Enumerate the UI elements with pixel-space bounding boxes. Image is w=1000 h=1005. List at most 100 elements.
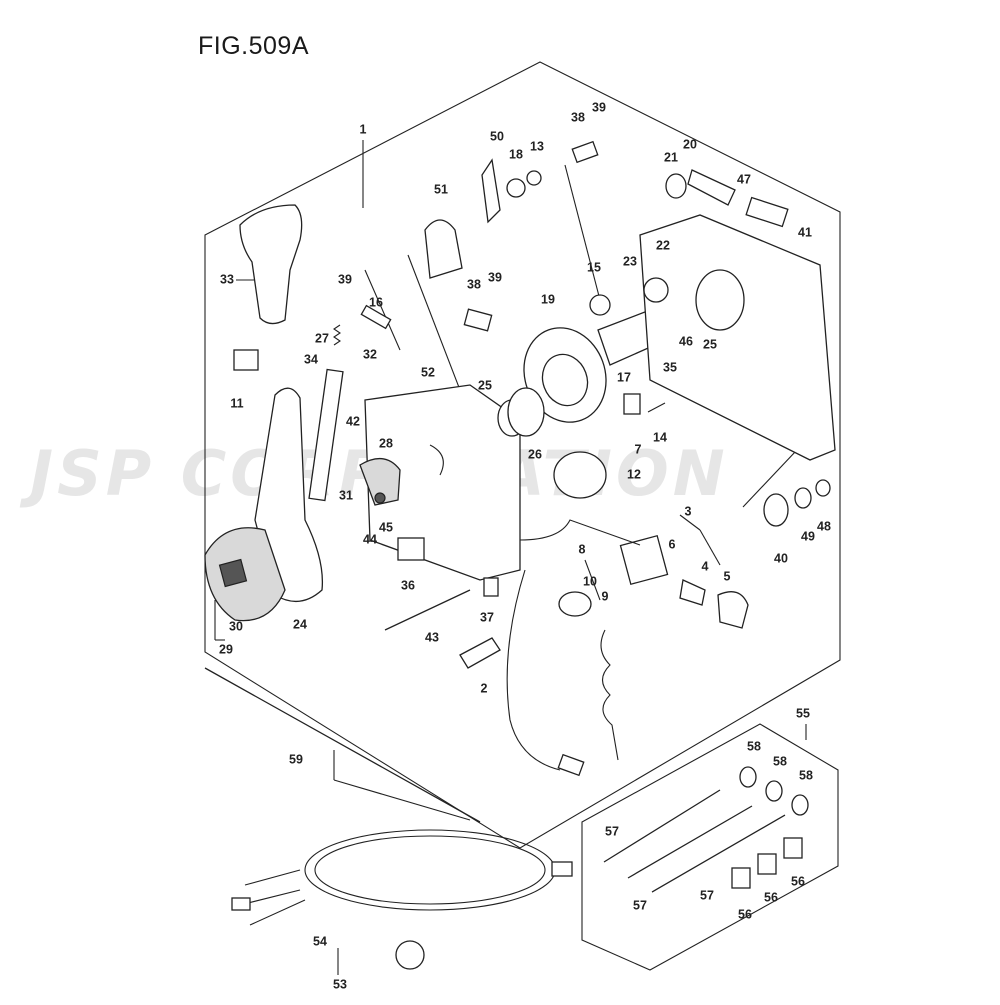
part-label-p16: 16 [369, 295, 383, 309]
sector-gear [359, 458, 401, 506]
wire-lead-lower [506, 569, 561, 771]
part-label-p11: 11 [230, 396, 243, 410]
harness-connector-left [231, 897, 251, 911]
part-label-p17: 17 [617, 370, 631, 384]
washer-21 [665, 173, 687, 199]
part-label-p24: 24 [293, 617, 307, 631]
part-label-p53: 53 [333, 977, 347, 991]
part-label-p57a: 57 [605, 824, 619, 838]
washer-58-a [739, 766, 757, 788]
part-label-p12: 12 [627, 467, 641, 481]
part-label-p23: 23 [623, 254, 637, 268]
part-label-p38a: 38 [571, 110, 585, 124]
key-cap [717, 591, 749, 629]
bolt-43 [384, 589, 471, 631]
part-label-p25a: 25 [478, 378, 492, 392]
harness-connector-right [551, 861, 573, 877]
part-label-p5: 5 [724, 569, 731, 583]
long-bolt-2 [627, 805, 753, 879]
part-label-p33: 33 [220, 272, 234, 286]
part-label-p59: 59 [289, 752, 303, 766]
cover-cap [745, 196, 789, 228]
part-label-p56a: 56 [738, 907, 752, 921]
part-label-p27: 27 [315, 331, 329, 345]
figure-title: FIG.509A [198, 32, 309, 60]
part-label-p58b: 58 [773, 754, 787, 768]
part-label-p55: 55 [796, 706, 810, 720]
bushing-18 [506, 178, 526, 198]
grommet-40 [763, 493, 789, 527]
part-label-p42: 42 [346, 414, 360, 428]
spacer-37 [483, 577, 499, 597]
part-label-p6: 6 [669, 537, 676, 551]
part-label-p40: 40 [774, 551, 788, 565]
part-label-p39a: 39 [592, 100, 606, 114]
part-label-p45: 45 [379, 520, 393, 534]
long-bolt-3 [651, 814, 786, 893]
cover-boss-25 [695, 269, 745, 331]
part-label-p58c: 58 [799, 768, 813, 782]
detent-spring [333, 324, 341, 346]
wiring-harness-loop [304, 829, 556, 911]
brand-emblem-icon [218, 558, 248, 588]
lock-plate-20 [687, 169, 736, 206]
control-handle-grip [239, 204, 303, 325]
side-cover-plate [639, 214, 836, 461]
part-label-p56c: 56 [791, 874, 805, 888]
part-label-p57b: 57 [633, 898, 647, 912]
control-cable [204, 667, 481, 823]
part-label-p7: 7 [635, 442, 642, 456]
washer-49 [794, 487, 812, 509]
washer-58-b [765, 780, 783, 802]
part-label-p10: 10 [583, 574, 597, 588]
control-housing [364, 384, 521, 581]
part-label-p32: 32 [363, 347, 377, 361]
shift-bracket [424, 219, 463, 279]
link-block-upper [571, 140, 599, 164]
washer-13 [526, 170, 542, 186]
part-label-p39b: 39 [338, 272, 352, 286]
part-label-p15: 15 [587, 260, 601, 274]
lanyard-coil [600, 629, 619, 761]
link-block-lower [463, 308, 493, 332]
part-label-p54: 54 [313, 934, 327, 948]
screw-14 [647, 402, 666, 413]
part-label-p50: 50 [490, 129, 504, 143]
washer-45 [374, 492, 386, 504]
part-label-p38b: 38 [467, 277, 481, 291]
leader-lines [214, 140, 831, 975]
part-label-p37: 37 [480, 610, 494, 624]
part-label-p51: 51 [434, 182, 448, 196]
spacer-56-c [783, 837, 803, 859]
part-23-retainer [643, 277, 669, 303]
part-label-p8: 8 [579, 542, 586, 556]
part-label-p47: 47 [737, 172, 751, 186]
part-label-p49: 49 [801, 529, 815, 543]
part-label-p44: 44 [363, 532, 377, 546]
clip-36 [397, 537, 425, 561]
part-label-p48: 48 [817, 519, 831, 533]
ignition-key [679, 579, 706, 606]
part-label-p46: 46 [679, 334, 693, 348]
part-label-p39c: 39 [488, 270, 502, 284]
detent-plate [308, 368, 344, 502]
neutral-switch [233, 349, 259, 371]
part-label-p56b: 56 [764, 890, 778, 904]
part-label-p34: 34 [304, 352, 318, 366]
part-label-p1: 1 [360, 122, 367, 136]
stop-switch [558, 591, 592, 617]
wiring-harness-inner [314, 835, 546, 905]
part-label-p13: 13 [530, 139, 544, 153]
long-bolt-1 [603, 789, 721, 863]
shift-pin [360, 304, 392, 330]
wire-lead-upper [519, 519, 641, 546]
housing-window [429, 444, 444, 476]
part-label-p18: 18 [509, 147, 523, 161]
part-label-p14: 14 [653, 430, 667, 444]
part-label-p36: 36 [401, 578, 415, 592]
part-label-p41: 41 [798, 225, 812, 239]
part-number-labels: 1234567891011121314151617181920212223242… [219, 100, 831, 991]
part-label-p3: 3 [685, 504, 692, 518]
shift-cam [589, 294, 611, 316]
